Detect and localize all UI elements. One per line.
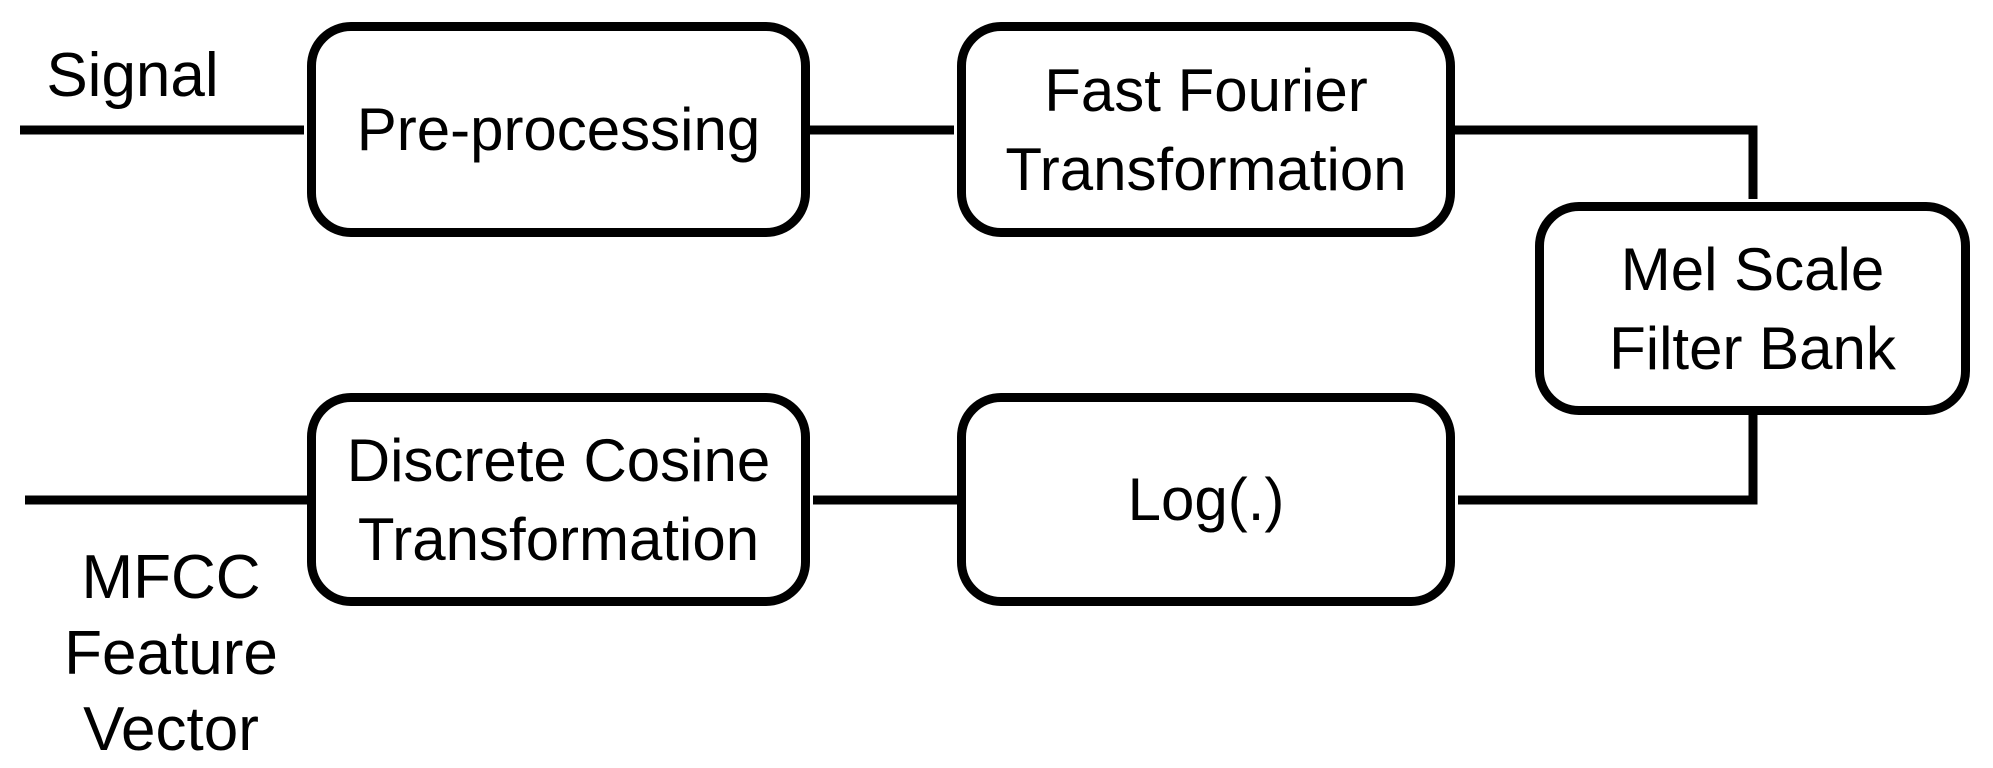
node-preprocessing-label: Pre-processing — [356, 96, 761, 163]
node-mel-label-line1: Mel Scale — [1620, 235, 1885, 303]
node-mel-label-line2: Filter Bank — [1609, 314, 1896, 382]
node-fft-label-line1: Fast Fourier — [1044, 56, 1368, 124]
mfcc-output-label-line2: Feature — [64, 619, 278, 688]
node-dct-label-line1: Discrete Cosine — [346, 426, 771, 494]
mfcc-output-label-line3: Vector — [83, 695, 259, 764]
node-fast-fourier-transformation: Fast Fourier Transformation — [957, 22, 1455, 237]
node-fft-label-line2: Transformation — [1005, 135, 1407, 203]
node-mel-scale-filter-bank: Mel Scale Filter Bank — [1535, 202, 1970, 415]
arrow-group — [20, 125, 1758, 505]
arrow-fft-to-mel — [1455, 125, 1758, 199]
node-discrete-cosine-transformation: Discrete Cosine Transformation — [307, 393, 810, 606]
mfcc-output-label-line1: MFCC — [81, 543, 261, 612]
mfcc-output-label: MFCC Feature Vector — [40, 540, 302, 768]
node-log: Log(.) — [957, 393, 1455, 606]
arrow-mel-to-log — [1458, 415, 1758, 505]
node-log-label: Log(.) — [1127, 466, 1285, 533]
node-dct-label-line2: Transformation — [357, 505, 760, 573]
node-preprocessing: Pre-processing — [307, 22, 810, 237]
signal-input-label: Signal — [46, 41, 219, 110]
